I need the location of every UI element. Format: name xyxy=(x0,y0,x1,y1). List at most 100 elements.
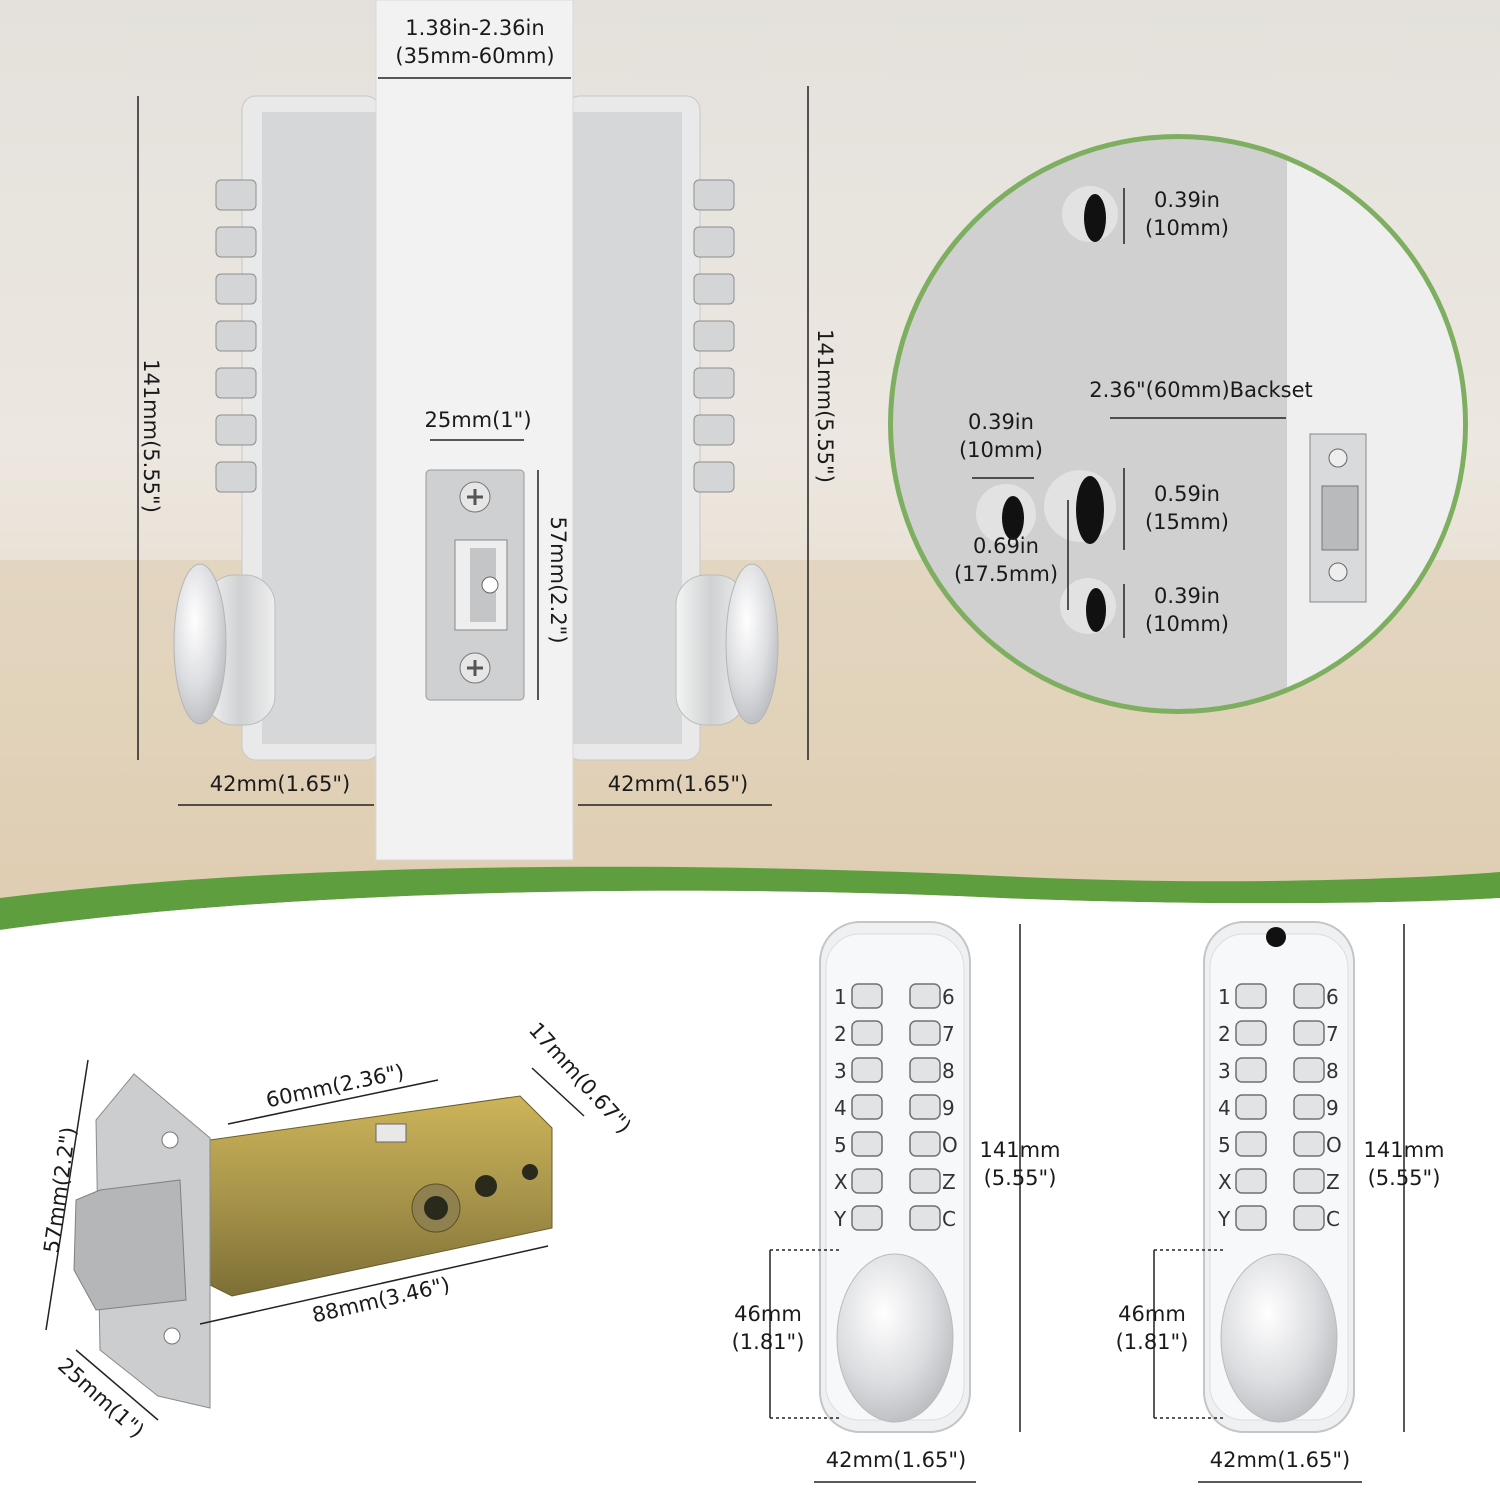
keypad-front-width-label: 42mm(1.65") xyxy=(825,1448,967,1472)
left-hole-label: 0.39in (10mm) xyxy=(946,408,1056,464)
key-label: 3 xyxy=(834,1059,847,1083)
side-button xyxy=(693,414,735,446)
side-button xyxy=(693,320,735,352)
side-button xyxy=(215,367,257,399)
keypad-button xyxy=(909,1020,941,1046)
keypad-front-height-label: 141mm (5.55") xyxy=(970,1136,1070,1192)
key-label: 5 xyxy=(1218,1133,1231,1157)
latch-height-label: 57mm(2.2") xyxy=(546,516,570,644)
keypad-button xyxy=(851,1168,883,1194)
keypad-knob xyxy=(836,1253,954,1423)
keypad-back-height-label: 141mm (5.55") xyxy=(1354,1136,1454,1192)
center-hole-in: 0.59in xyxy=(1154,482,1220,506)
mini-latch-plate xyxy=(1309,433,1367,603)
latch-faceplate xyxy=(425,469,525,701)
keypad-button xyxy=(851,1131,883,1157)
key-label: 5 xyxy=(834,1133,847,1157)
keypad-button xyxy=(909,1168,941,1194)
door-thickness-mm: (35mm-60mm) xyxy=(395,44,555,68)
hole-left xyxy=(976,484,1036,544)
key-label: O xyxy=(1326,1133,1342,1157)
side-button xyxy=(215,461,257,493)
latch-assembly xyxy=(73,1073,553,1409)
keypad-back-width-label: 42mm(1.65") xyxy=(1209,1448,1351,1472)
keypad-back-height-mm: 141mm xyxy=(1363,1138,1445,1162)
key-label: 6 xyxy=(942,985,955,1009)
side-button xyxy=(693,179,735,211)
keypad-button xyxy=(1235,1057,1267,1083)
screw-hole xyxy=(1266,927,1286,947)
key-label: 4 xyxy=(834,1096,847,1120)
keypad-back-knob-in: (1.81") xyxy=(1115,1330,1189,1354)
key-label: C xyxy=(942,1207,956,1231)
keypad-front-knob-label: 46mm (1.81") xyxy=(718,1300,818,1356)
left-side-buttons xyxy=(215,179,257,493)
right-knob xyxy=(675,563,779,726)
keypad-front-height-mm: 141mm xyxy=(979,1138,1061,1162)
side-button xyxy=(693,226,735,258)
side-button xyxy=(215,226,257,258)
keypad-button xyxy=(909,983,941,1009)
key-label: Y xyxy=(833,1207,847,1231)
key-label: Z xyxy=(1326,1170,1340,1194)
right-height-label: 141mm(5.55") xyxy=(813,329,837,483)
door-edge xyxy=(375,0,574,861)
keypad-button xyxy=(909,1205,941,1231)
backset-label: 2.36"(60mm)Backset xyxy=(1089,378,1313,402)
keypad-button xyxy=(1235,1168,1267,1194)
keypad-button xyxy=(1293,1020,1325,1046)
top-hole-in: 0.39in xyxy=(1154,188,1220,212)
key-label: 1 xyxy=(1218,985,1231,1009)
key-label: Y xyxy=(1217,1207,1231,1231)
keypad-button xyxy=(909,1131,941,1157)
keypad-button xyxy=(1235,1094,1267,1120)
side-button xyxy=(215,273,257,305)
key-label: Z xyxy=(942,1170,956,1194)
side-button xyxy=(693,461,735,493)
key-label: X xyxy=(1218,1170,1232,1194)
side-button xyxy=(215,320,257,352)
key-label: 8 xyxy=(1326,1059,1339,1083)
hole-spacing-in: 0.69in xyxy=(973,534,1039,558)
key-label: X xyxy=(834,1170,848,1194)
keypad-button xyxy=(851,1020,883,1046)
top-dimension-lines xyxy=(137,77,809,806)
bottom-hole-in: 0.39in xyxy=(1154,584,1220,608)
latch-dimension-lines xyxy=(45,1059,585,1421)
top-hole-label: 0.39in (10mm) xyxy=(1132,186,1242,242)
right-side-buttons xyxy=(693,179,735,493)
keypad-back-height-in: (5.55") xyxy=(1367,1166,1441,1190)
side-button xyxy=(215,179,257,211)
keypad-button xyxy=(1293,983,1325,1009)
center-hole-mm: (15mm) xyxy=(1144,510,1230,534)
key-label: C xyxy=(1326,1207,1340,1231)
keypad-button xyxy=(851,983,883,1009)
key-label: 2 xyxy=(1218,1022,1231,1046)
keypad-button xyxy=(909,1057,941,1083)
top-hole-mm: (10mm) xyxy=(1144,216,1230,240)
side-button xyxy=(215,414,257,446)
left-height-label: 141mm(5.55") xyxy=(139,359,163,513)
keypad-front-height-in: (5.55") xyxy=(983,1166,1057,1190)
key-label: 1 xyxy=(834,985,847,1009)
key-label: O xyxy=(942,1133,958,1157)
keypad-button xyxy=(1293,1205,1325,1231)
keypad-button xyxy=(1235,1205,1267,1231)
keypad-button xyxy=(1235,1020,1267,1046)
door-thickness-label: 1.38in-2.36in (35mm-60mm) xyxy=(378,14,572,70)
keypad-button xyxy=(1293,1094,1325,1120)
key-label: 7 xyxy=(1326,1022,1339,1046)
hole-top xyxy=(1062,186,1118,242)
keypad-dimension-lines xyxy=(769,924,1405,1483)
left-knob xyxy=(173,563,276,726)
green-wave-divider xyxy=(0,866,1500,930)
hole-center xyxy=(1044,470,1116,544)
keypad-button xyxy=(909,1094,941,1120)
right-depth-label: 42mm(1.65") xyxy=(607,772,749,796)
door-thickness-in: 1.38in-2.36in xyxy=(405,16,545,40)
keypad-button xyxy=(851,1057,883,1083)
key-label: 7 xyxy=(942,1022,955,1046)
